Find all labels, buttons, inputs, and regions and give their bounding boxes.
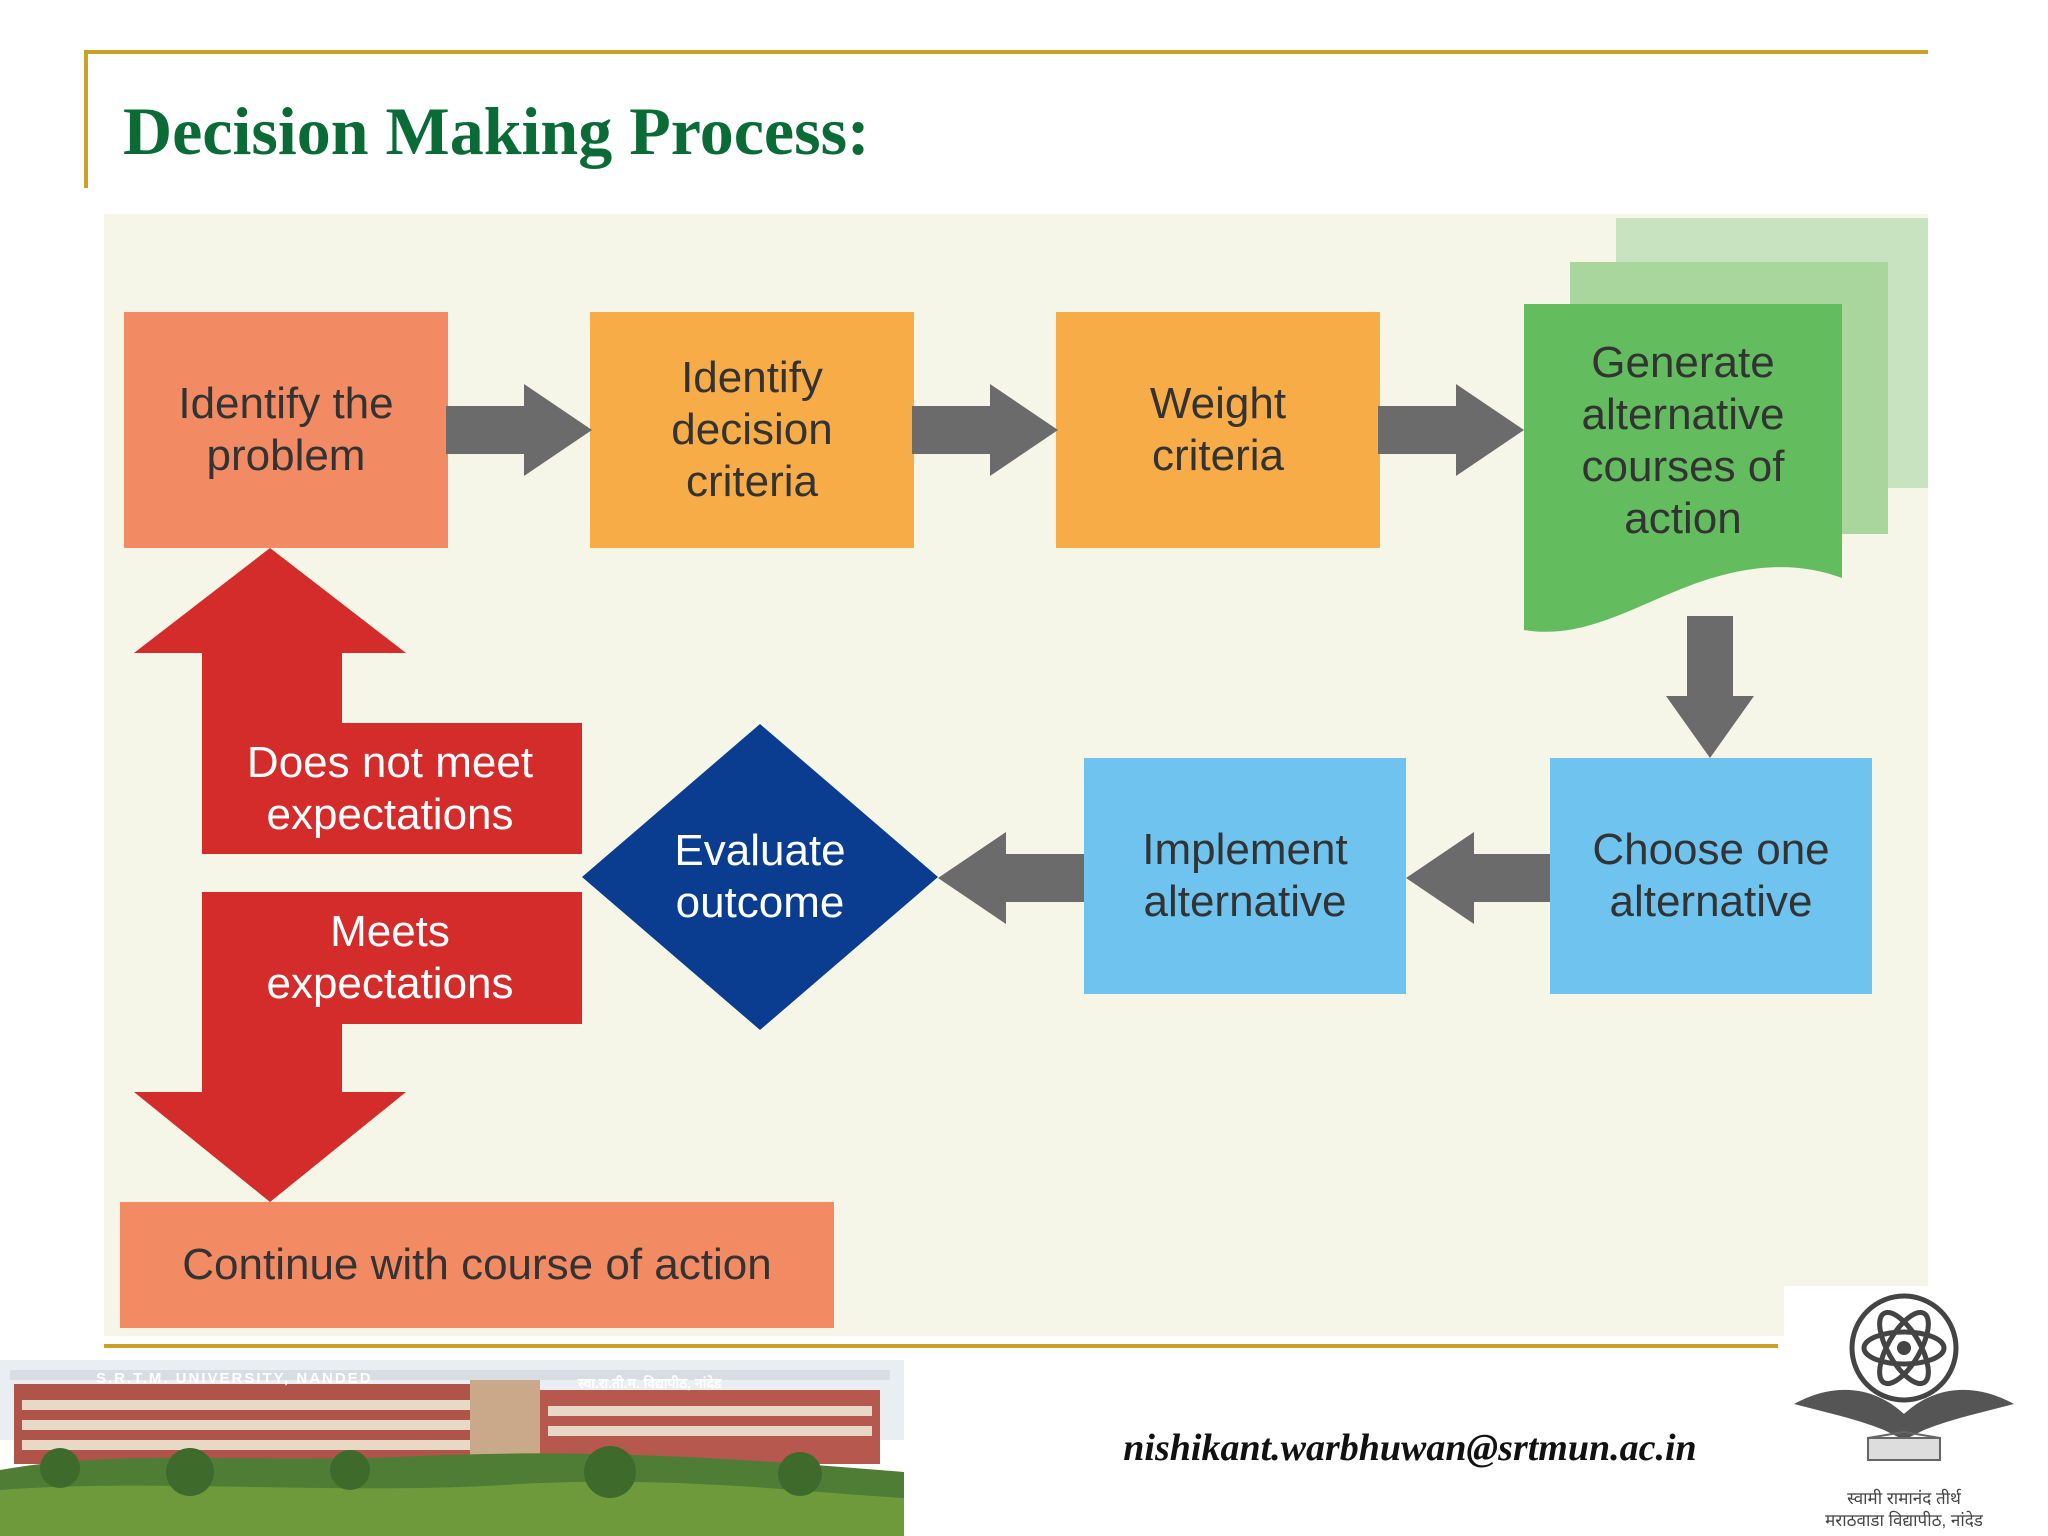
label-meets: Meets expectations <box>202 894 578 1022</box>
logo-text-line1: स्वामी रामानंद तीर्थ <box>1847 1489 1961 1508</box>
step-identify-criteria: Identify decision criteria <box>590 312 914 548</box>
logo-text-line2: मराठवाडा विद्यापीठ, नांदेड <box>1825 1511 1983 1530</box>
contact-email: nishikant.warbhuwan@srtmun.ac.in <box>1123 1427 1697 1469</box>
step-generate-alternatives: Generate alternative courses of action <box>1581 338 1785 543</box>
arrow-right-2 <box>912 384 1058 476</box>
arrow-left-1 <box>1406 832 1550 924</box>
campus-photo <box>0 1360 904 1536</box>
arrow-down <box>1666 616 1754 758</box>
bottom-rule <box>104 1344 1778 1348</box>
generate-alternatives-shape <box>1524 304 1842 632</box>
step-weight-criteria: Weight criteria <box>1056 312 1380 548</box>
label-does-not-meet: Does not meet expectations <box>202 724 578 854</box>
step-implement: Implement alternative <box>1084 758 1406 994</box>
top-rule <box>84 50 1928 54</box>
step-continue: Continue with course of action <box>120 1202 834 1328</box>
university-logo-icon <box>1784 1286 2024 1482</box>
arrow-right-3 <box>1378 384 1524 476</box>
banner-text-right: स्वा.रा.ती.म. विद्यापीठ, नांदेड <box>578 1375 722 1391</box>
arrow-left-2 <box>938 832 1084 924</box>
step-evaluate: Evaluate outcome <box>674 826 846 927</box>
arrow-right-1 <box>446 384 592 476</box>
step-choose-one: Choose one alternative <box>1550 758 1872 994</box>
slide-title: Decision Making Process: <box>123 93 870 169</box>
left-rule <box>84 50 88 188</box>
banner-text-left: S.R.T.M. UNIVERSITY, NANDED <box>96 1370 373 1387</box>
step-identify-problem: Identify the problem <box>124 312 448 548</box>
evaluate-diamond <box>582 724 938 1030</box>
